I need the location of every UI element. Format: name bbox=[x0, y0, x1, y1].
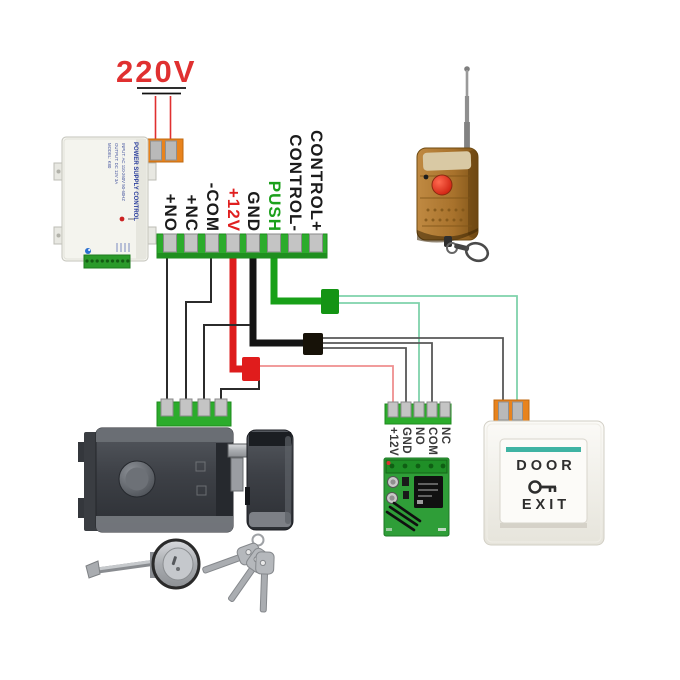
keys bbox=[202, 533, 275, 613]
wire-gnd-to-relay-gnd bbox=[323, 347, 407, 403]
relay-component bbox=[414, 476, 443, 508]
relay-label-nc: NC bbox=[439, 427, 451, 445]
terminal-label-control-plus: CONTROL+ bbox=[307, 130, 326, 232]
wire-12v-to-relay bbox=[260, 365, 394, 403]
psu-spec-output: OUTPUT: DC 12V 3A bbox=[114, 143, 119, 185]
joint-black bbox=[303, 333, 323, 355]
terminal-label-gnd: GND bbox=[244, 191, 263, 232]
exit-button-connector bbox=[493, 399, 530, 424]
relay-label-12v: +12V bbox=[387, 427, 399, 457]
wire-gnd-to-exit bbox=[323, 337, 504, 401]
key-icon bbox=[528, 480, 557, 494]
exit-button bbox=[483, 420, 605, 546]
mains-voltage-label: 220V bbox=[116, 54, 197, 89]
receiver-coil-wire bbox=[385, 501, 422, 532]
remote-keychain bbox=[444, 236, 490, 263]
lock-terminal-block bbox=[156, 398, 232, 427]
terminal-label-minus-com: -COM bbox=[203, 182, 222, 232]
psu-led bbox=[119, 216, 125, 222]
relay-label-no: NO bbox=[413, 427, 425, 446]
wire-12v-thick bbox=[229, 252, 242, 373]
psu-spec-input: INPUT: AC 110-260V 50-60HZ bbox=[121, 143, 126, 201]
relay-terminal-block bbox=[384, 401, 452, 425]
wire-com-to-lock bbox=[185, 252, 212, 401]
wire-gnd-to-relay-com bbox=[323, 342, 433, 403]
remote-button bbox=[431, 174, 453, 196]
joint-red bbox=[242, 357, 260, 381]
electric-lock bbox=[78, 427, 294, 613]
terminal-label-plus-no: +NO bbox=[161, 193, 180, 232]
terminal-label-control-minus: CONTROL- bbox=[286, 134, 305, 232]
remote-antenna bbox=[464, 66, 470, 148]
joint-green bbox=[321, 289, 339, 314]
mains-connector bbox=[145, 138, 184, 163]
terminal-label-push: PUSH bbox=[265, 180, 284, 232]
relay-label-com: COM bbox=[426, 427, 438, 456]
wire-12v-to-lock bbox=[220, 380, 260, 401]
lock-cylinder bbox=[85, 538, 201, 590]
exit-button-door-label: DOOR bbox=[516, 458, 576, 474]
psu-title: POWER SUPPLY CONTROL bbox=[132, 142, 138, 222]
relay-label-gnd: GND bbox=[400, 427, 412, 455]
power-supply-unit bbox=[53, 136, 157, 269]
wire-gnd-to-lock bbox=[203, 324, 250, 401]
exit-button-stripe bbox=[506, 447, 581, 452]
wire-push-to-relay-no bbox=[339, 302, 420, 403]
wire-push-thick bbox=[270, 252, 321, 305]
relay-receiver-board bbox=[383, 457, 450, 537]
main-terminal-block bbox=[156, 233, 328, 259]
terminal-label-12v: +12V bbox=[224, 187, 243, 232]
remote-texture-dots bbox=[424, 208, 465, 222]
psu-spec-model: MODEL: K80 bbox=[107, 143, 112, 169]
wire-push-to-exit bbox=[339, 295, 518, 401]
remote-control bbox=[416, 66, 490, 263]
psu-terminal-strip bbox=[83, 254, 131, 269]
remote-led bbox=[423, 174, 429, 180]
lock-latch bbox=[227, 443, 253, 492]
wire-gnd-thick bbox=[249, 252, 303, 347]
strike-plate bbox=[245, 429, 294, 531]
mains-symbol bbox=[137, 87, 186, 140]
terminal-label-plus-nc: +NC bbox=[182, 194, 201, 232]
exit-button-exit-label: EXIT bbox=[521, 497, 571, 513]
